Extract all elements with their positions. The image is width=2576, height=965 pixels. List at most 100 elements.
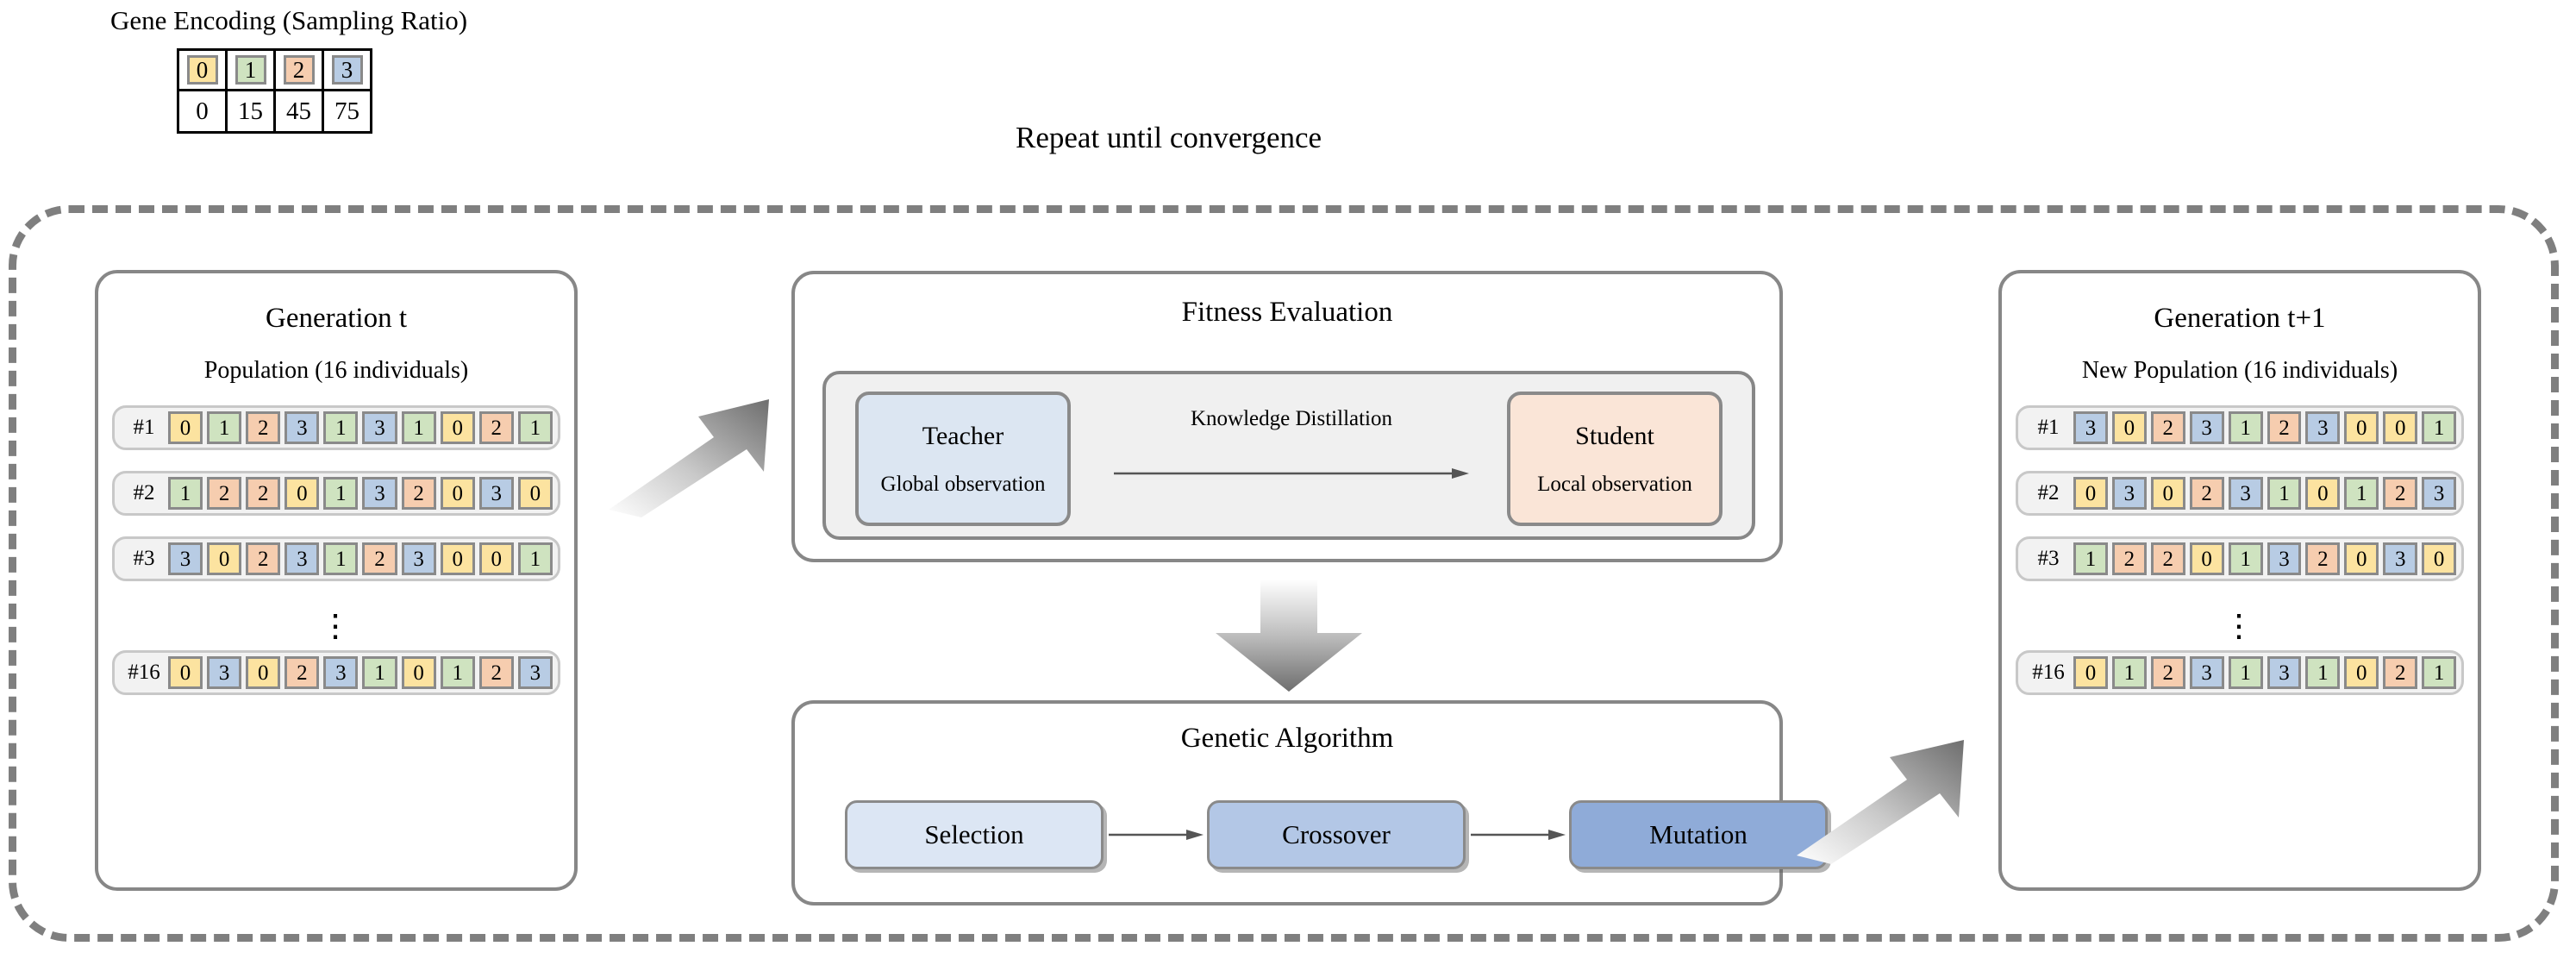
gene-cell: 1 (2228, 411, 2263, 444)
student-box[interactable]: Student Local observation (1507, 392, 1723, 526)
gene-cell: 3 (517, 656, 553, 689)
individual-label: #3 (133, 547, 155, 570)
knowledge-distillation-label: Knowledge Distillation (1191, 407, 1392, 430)
gene-cell: 3 (478, 477, 514, 510)
gene-cell: 2 (2150, 656, 2185, 689)
gene-cell: 0 (517, 477, 553, 510)
loop-container (9, 205, 2559, 942)
gene-chip-2: 2 (283, 55, 315, 85)
gene-cell: 3 (2228, 477, 2263, 510)
genetic-algorithm-panel: Genetic Algorithm Selection Crossover Mu… (791, 700, 1828, 905)
gene-cell: 1 (323, 477, 359, 510)
gene-cell: 1 (2305, 656, 2341, 689)
gene-cell: 3 (323, 656, 359, 689)
gene-cell: 1 (2228, 542, 2263, 575)
gene-cell: 2 (2383, 477, 2418, 510)
gene-cell: 0 (478, 542, 514, 575)
gene-cell: 2 (246, 411, 281, 444)
gene-encoding-code-cell: 0 (177, 48, 228, 91)
individual-label: #16 (128, 661, 160, 684)
gene-cell: 0 (440, 411, 475, 444)
gene-cell: 3 (401, 542, 436, 575)
gene-cell: 2 (2305, 542, 2341, 575)
gene-cell: 0 (246, 656, 281, 689)
ga-arrow-crossover-to-mutation-icon (1471, 830, 1566, 840)
gene-cell: 2 (246, 477, 281, 510)
gene-cell: 3 (2073, 411, 2108, 444)
gene-cell: 1 (517, 411, 553, 444)
population-ellipsis: ⋮ (318, 608, 354, 643)
gene-cell: 3 (284, 411, 320, 444)
gene-encoding-value-row: 0 15 45 75 (177, 89, 372, 134)
gene-cell: 1 (323, 411, 359, 444)
gene-cell: 0 (168, 411, 203, 444)
teacher-box[interactable]: Teacher Global observation (855, 392, 1071, 526)
fitness-evaluation-title: Fitness Evaluation (1181, 297, 1393, 328)
fitness-evaluation-panel: Fitness Evaluation Teacher Global observ… (791, 271, 1783, 562)
gene-encoding-code-cell: 1 (225, 48, 276, 91)
gene-cell: 1 (2344, 477, 2379, 510)
gene-cell: 0 (2189, 542, 2224, 575)
gene-cell: 0 (2073, 477, 2108, 510)
gene-cell: 0 (2344, 411, 2379, 444)
gene-cell: 2 (246, 542, 281, 575)
gene-cell: 3 (362, 411, 397, 444)
gene-cell: 2 (2383, 656, 2418, 689)
gene-encoding-code-row: 0 1 2 3 (177, 48, 372, 91)
gene-cell: 1 (207, 411, 242, 444)
gene-cell: 3 (2267, 656, 2302, 689)
gene-cell: 0 (207, 542, 242, 575)
gene-cell: 0 (440, 542, 475, 575)
gene-cell: 0 (401, 656, 436, 689)
gene-cell: 2 (362, 542, 397, 575)
individual-label: #3 (2037, 547, 2060, 570)
gene-cell: 3 (2189, 656, 2224, 689)
ga-step-selection[interactable]: Selection (845, 800, 1104, 869)
ga-step-crossover[interactable]: Crossover (1207, 800, 1466, 869)
gene-cell: 3 (2189, 411, 2224, 444)
gene-cell: 2 (401, 477, 436, 510)
gene-cell: 0 (284, 477, 320, 510)
gene-cell: 2 (207, 477, 242, 510)
gene-cell: 0 (2305, 477, 2341, 510)
gene-cell: 2 (2111, 542, 2147, 575)
ga-step-mutation[interactable]: Mutation (1569, 800, 1828, 869)
gene-cell: 0 (2073, 656, 2108, 689)
individual-label: #16 (2032, 661, 2065, 684)
gene-cell: 2 (478, 411, 514, 444)
gene-cell: 0 (2344, 542, 2379, 575)
gene-encoding-title: Gene Encoding (Sampling Ratio) (110, 5, 468, 35)
gene-cell: 1 (2073, 542, 2108, 575)
gene-cell: 1 (323, 542, 359, 575)
individual-label: #2 (133, 481, 155, 504)
gene-cell: 0 (168, 656, 203, 689)
gene-encoding-value-cell: 0 (177, 89, 228, 134)
generation-t-title: Generation t (265, 303, 408, 334)
gene-cell: 1 (517, 542, 553, 575)
arrow-ga-to-new-population-icon (1797, 740, 1964, 864)
knowledge-distillation-arrow-icon (1114, 468, 1469, 479)
gene-cell: 3 (2267, 542, 2302, 575)
gene-cell: 3 (2383, 542, 2418, 575)
gene-cell: 1 (2422, 411, 2457, 444)
gene-encoding-legend: Gene Encoding (Sampling Ratio) 0 1 2 3 0… (0, 0, 552, 190)
gene-encoding-value-cell: 75 (322, 89, 372, 134)
individual-label: #1 (2037, 416, 2060, 439)
student-observation: Local observation (1537, 472, 1692, 496)
